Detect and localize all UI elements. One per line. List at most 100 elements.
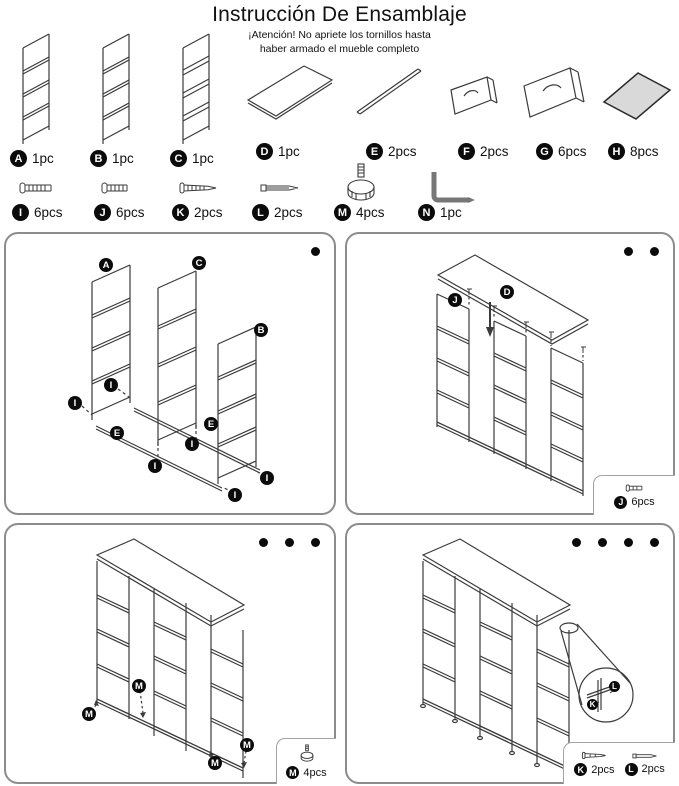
screw-icon bbox=[582, 751, 607, 760]
inset-qty: 6pcs bbox=[631, 496, 655, 508]
marker-i: I bbox=[185, 437, 199, 451]
flat-bolt-icon bbox=[632, 753, 657, 758]
part-item-i: I 6pcs bbox=[12, 178, 90, 224]
inset-letter-badge: K bbox=[574, 763, 588, 776]
flat-bolt-icon bbox=[260, 184, 299, 192]
adjustable-foot-icon bbox=[347, 163, 375, 201]
part-letter-badge: H bbox=[608, 143, 625, 160]
part-letter-badge: E bbox=[366, 143, 383, 160]
part-item-d: D 1pc bbox=[244, 28, 340, 170]
inset-letter-badge: L bbox=[624, 762, 638, 776]
step-dot bbox=[311, 247, 320, 256]
part-qty: 1pc bbox=[278, 144, 300, 159]
part-letter-badge: F bbox=[458, 143, 475, 160]
inset-letter-badge: J bbox=[614, 495, 628, 509]
marker-a: A bbox=[99, 258, 113, 272]
marker-i: I bbox=[104, 378, 118, 392]
hardware-inset-box: M 4pcs bbox=[276, 738, 336, 784]
part-letter-badge: N bbox=[418, 204, 435, 221]
marker-i: I bbox=[68, 396, 82, 410]
part-item-c: C 1pc bbox=[168, 28, 240, 170]
part-item-h: H 8pcs bbox=[596, 28, 676, 170]
inset-qty: 2pcs bbox=[641, 763, 665, 775]
step-panel-4: K L K 2pcs L 2pcs bbox=[345, 523, 675, 784]
part-letter-badge: B bbox=[90, 150, 107, 167]
marker-m: M bbox=[82, 707, 96, 721]
hardware-inset-box: K 2pcs L 2pcs bbox=[563, 742, 675, 784]
inset-qty: 4pcs bbox=[303, 766, 327, 779]
part-item-n: N 1pc bbox=[418, 166, 498, 224]
step-dot bbox=[259, 538, 268, 547]
part-letter-badge: L bbox=[252, 204, 269, 221]
marker-d: D bbox=[500, 285, 514, 299]
part-item-e: E 2pcs bbox=[350, 28, 434, 170]
frame-panel-c-icon bbox=[182, 33, 210, 144]
step-dot bbox=[650, 538, 659, 547]
part-qty: 4pcs bbox=[356, 205, 385, 220]
part-letter-badge: I bbox=[12, 204, 29, 221]
small-drawer-icon bbox=[450, 76, 498, 115]
inset-letter-badge: M bbox=[286, 766, 300, 779]
part-letter-badge: G bbox=[536, 143, 553, 160]
top-board-icon bbox=[246, 65, 334, 120]
marker-m: M bbox=[240, 738, 254, 752]
step-dot bbox=[285, 538, 294, 547]
step-panel-1: A C B I I E E I I I I bbox=[4, 232, 336, 515]
warning-line-2: haber armado el mueble completo bbox=[259, 42, 420, 55]
part-qty: 6pcs bbox=[34, 205, 63, 220]
part-qty: 2pcs bbox=[194, 205, 223, 220]
part-item-b: B 1pc bbox=[88, 28, 160, 170]
marker-m: M bbox=[132, 679, 146, 693]
marker-c: C bbox=[192, 256, 206, 270]
warning-line-1: ¡Atención! No apriete los tornillos hast… bbox=[248, 29, 431, 41]
marker-b: B bbox=[254, 323, 268, 337]
part-qty: 1pc bbox=[440, 205, 462, 220]
part-item-l: L 2pcs bbox=[252, 178, 334, 224]
step1-illustration bbox=[81, 264, 265, 493]
part-letter-badge: D bbox=[256, 143, 273, 160]
part-qty: 6pcs bbox=[558, 144, 587, 159]
short-bolt-icon bbox=[625, 483, 642, 492]
marker-k: K bbox=[587, 699, 598, 710]
step-dots bbox=[624, 247, 659, 256]
part-item-a: A 1pc bbox=[8, 28, 80, 170]
part-item-m: M 4pcs bbox=[334, 160, 412, 224]
frame-panel-b-icon bbox=[102, 33, 130, 144]
marker-i: I bbox=[228, 488, 242, 502]
large-drawer-icon bbox=[523, 67, 585, 118]
marker-l: L bbox=[609, 681, 620, 692]
step-dot bbox=[624, 538, 633, 547]
part-qty: 2pcs bbox=[480, 144, 509, 159]
warning-text: ¡Atención! No apriete los tornillos hast… bbox=[0, 29, 679, 56]
part-item-j: J 6pcs bbox=[94, 178, 172, 224]
frame-panel-a-icon bbox=[22, 33, 50, 144]
part-qty: 6pcs bbox=[116, 205, 145, 220]
part-qty: 1pc bbox=[32, 151, 54, 166]
inset-qty: 2pcs bbox=[591, 763, 615, 776]
part-item-f: F 2pcs bbox=[442, 28, 514, 170]
part-letter-badge: J bbox=[94, 204, 111, 221]
step-dots bbox=[572, 538, 659, 547]
part-letter-badge: M bbox=[334, 204, 351, 221]
step3-illustration bbox=[91, 538, 247, 778]
support-rod-icon bbox=[356, 68, 422, 115]
step2-illustration bbox=[436, 254, 590, 496]
screw-icon bbox=[179, 182, 217, 194]
step-panel-3: M M M M M 4pcs bbox=[4, 523, 336, 784]
bolt-icon bbox=[19, 182, 52, 194]
step-dot bbox=[598, 538, 607, 547]
step-panel-2: J D J 6pcs bbox=[345, 232, 675, 515]
short-bolt-icon bbox=[101, 182, 128, 194]
part-letter-badge: K bbox=[172, 204, 189, 221]
step-dots bbox=[311, 247, 320, 256]
part-qty: 1pc bbox=[192, 151, 214, 166]
allen-key-icon bbox=[431, 172, 475, 203]
part-item-k: K 2pcs bbox=[172, 178, 254, 224]
step-dot bbox=[572, 538, 581, 547]
part-qty: 1pc bbox=[112, 151, 134, 166]
fabric-panel-icon bbox=[602, 72, 672, 120]
marker-i: I bbox=[148, 459, 162, 473]
page-title: Instrucción De Ensamblaje bbox=[212, 3, 467, 26]
marker-e: E bbox=[204, 417, 218, 431]
marker-i: I bbox=[260, 471, 274, 485]
